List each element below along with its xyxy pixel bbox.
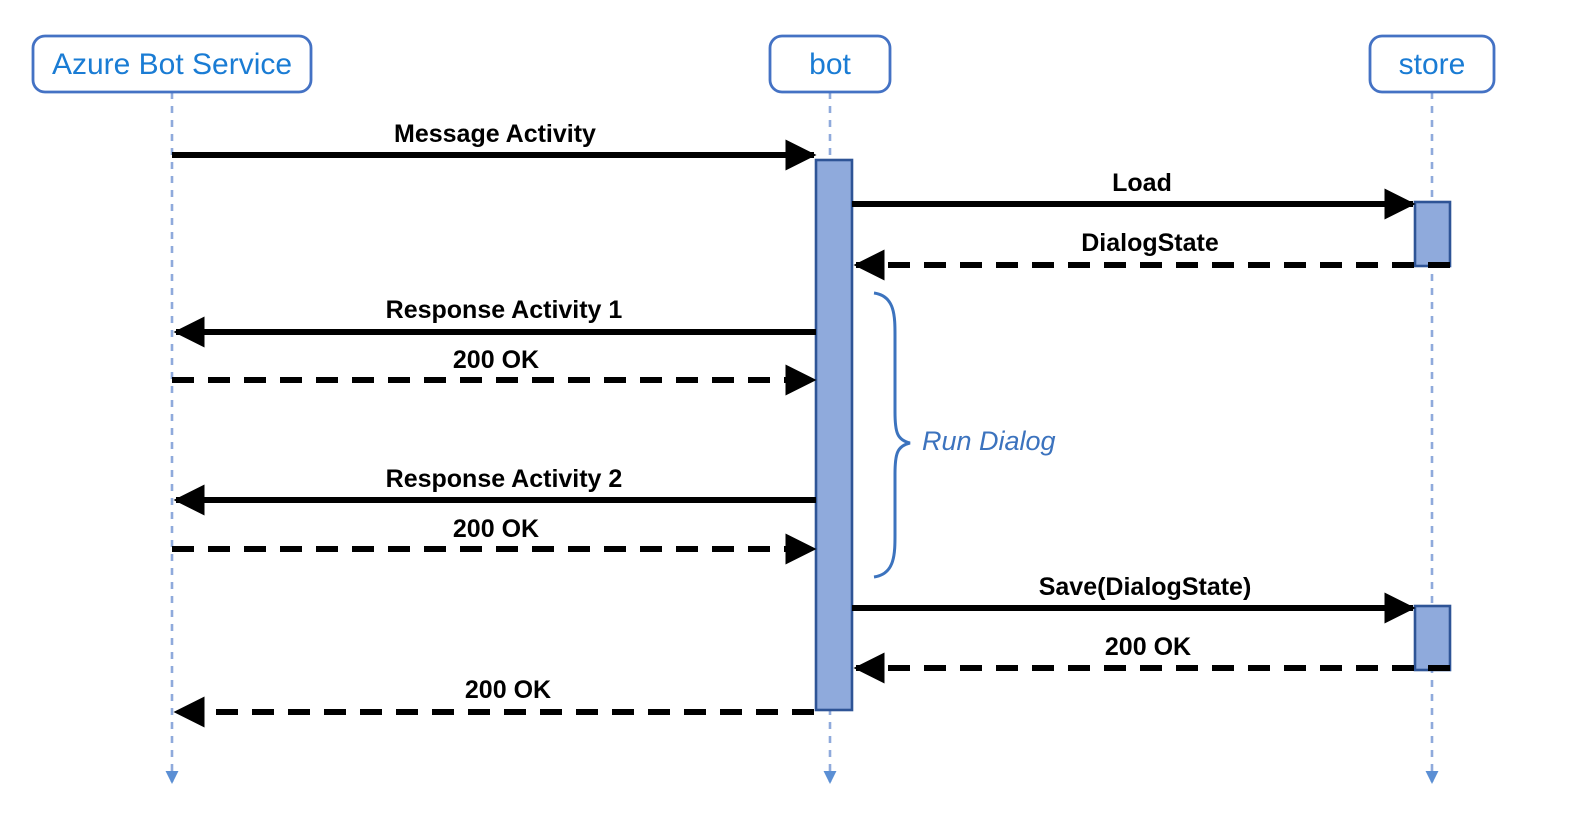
message-message-activity[interactable]: Message Activity (172, 120, 817, 171)
message-label-load: Load (1112, 169, 1172, 197)
curly-brace-icon (873, 291, 911, 579)
messages-layer: Message Activity Load DialogState Respon… (172, 120, 1450, 728)
note-label-run-dialog: Run Dialog (922, 426, 1056, 456)
participant-bot-label: bot (809, 48, 851, 81)
message-200-ok-1[interactable]: 200 OK (172, 346, 817, 396)
message-dialogstate[interactable]: DialogState (853, 229, 1450, 281)
participant-store-box (1368, 34, 1496, 94)
participant-abs-box (31, 34, 313, 94)
participant-abs-label: Azure Bot Service (52, 48, 292, 81)
participant-bot[interactable]: bot (768, 34, 892, 94)
participant-boxes-layer: Azure Bot Service bot store (31, 34, 1496, 94)
message-200-ok-2[interactable]: 200 OK (172, 515, 817, 565)
message-load[interactable]: Load (852, 169, 1416, 220)
message-label-200-ok-2: 200 OK (453, 515, 539, 543)
activation-store-save (1413, 604, 1452, 672)
message-save-dialogstate[interactable]: Save(DialogState) (852, 573, 1416, 624)
lifelines-layer (165, 92, 1439, 784)
participant-store-label: store (1399, 48, 1466, 81)
participant-bot-box (768, 34, 892, 94)
participant-store[interactable]: store (1368, 34, 1496, 94)
message-response-activity-2[interactable]: Response Activity 2 (173, 465, 816, 516)
message-200-ok-3[interactable]: 200 OK (853, 633, 1450, 684)
message-label-response-activity-1: Response Activity 1 (386, 296, 623, 324)
message-label-message-activity: Message Activity (394, 120, 596, 148)
message-label-response-activity-2: Response Activity 2 (386, 465, 623, 493)
message-200-ok-4[interactable]: 200 OK (173, 676, 814, 728)
activation-store-load (1413, 200, 1452, 268)
notes-layer: Run Dialog (873, 291, 1056, 579)
activation-bot-main (814, 158, 854, 712)
activations-layer (814, 158, 1452, 712)
message-label-200-ok-1: 200 OK (453, 346, 539, 374)
message-response-activity-1[interactable]: Response Activity 1 (173, 296, 816, 348)
message-label-dialogstate: DialogState (1081, 229, 1219, 257)
participant-abs[interactable]: Azure Bot Service (31, 34, 313, 94)
message-label-200-ok-4: 200 OK (465, 676, 551, 704)
note-run-dialog: Run Dialog (873, 291, 1056, 579)
message-label-200-ok-3: 200 OK (1105, 633, 1191, 661)
message-label-save-dialogstate: Save(DialogState) (1039, 573, 1252, 601)
